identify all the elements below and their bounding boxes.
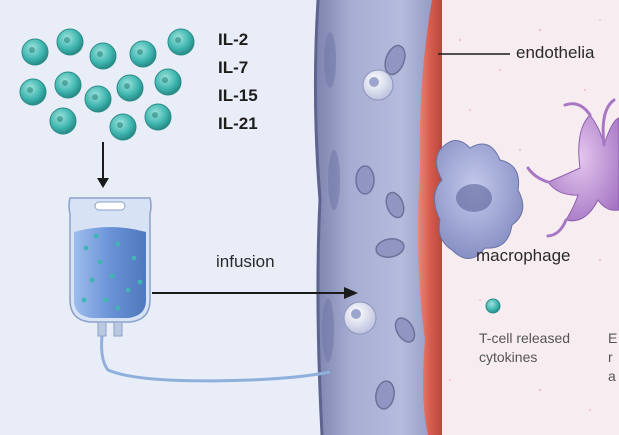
t-cell-cluster	[19, 28, 195, 141]
infusion-label: infusion	[216, 252, 275, 271]
cut-edge-text-3: a	[608, 368, 616, 384]
macrophage-nucleus	[456, 184, 492, 212]
cytokine-label-il2: IL-2	[218, 30, 249, 49]
tcell-released-label-line1: T-cell released	[479, 330, 571, 346]
iv-tube	[100, 335, 331, 383]
endothelial-cell	[417, 0, 442, 435]
vessel-wall-cells	[322, 32, 340, 362]
cytokine-label-il7: IL-7	[218, 58, 249, 77]
infusion-arrow-icon	[152, 287, 358, 299]
tcell-released-label-line2: cytokines	[479, 349, 538, 365]
cytokine-label-il21: IL-21	[218, 114, 258, 133]
macrophage-label: macrophage	[476, 246, 571, 265]
red-blood-cells	[355, 44, 416, 410]
white-blood-cells	[343, 69, 394, 335]
down-arrow-icon	[97, 142, 109, 188]
cut-edge-text-1: E	[608, 330, 618, 346]
cytokine-legend-dot	[485, 298, 501, 314]
dendritic-cell	[526, 98, 619, 238]
cytokine-label-il15: IL-15	[218, 86, 258, 105]
iv-bag	[68, 197, 331, 383]
endothelial-label: endothelia	[516, 43, 595, 62]
cut-edge-text-2: r	[608, 349, 613, 365]
vessel-wall-left	[313, 0, 324, 435]
